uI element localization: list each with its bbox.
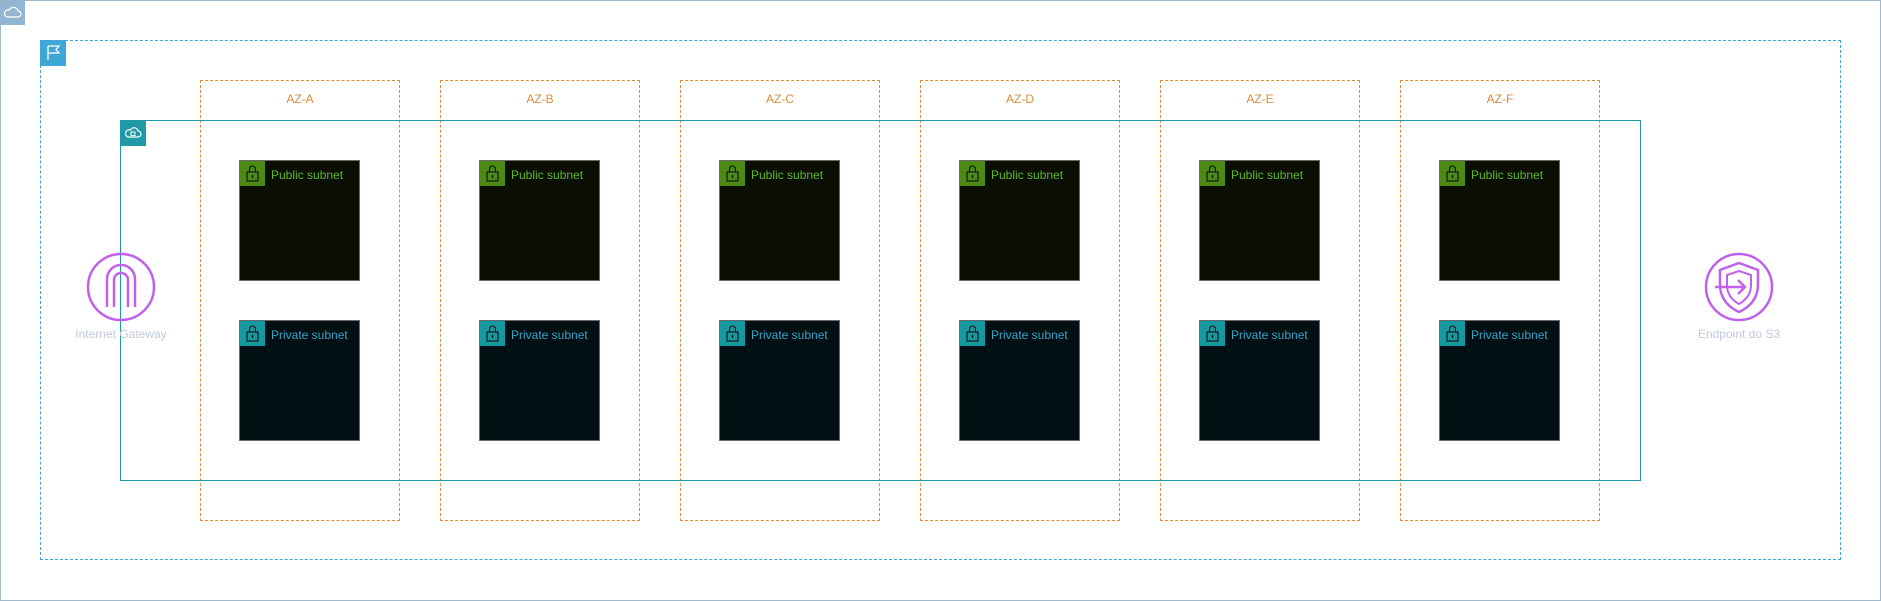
lock-icon bbox=[1200, 321, 1225, 346]
az-label: AZ-B bbox=[526, 92, 554, 106]
s3-endpoint-label: Endpoint do S3 bbox=[1697, 327, 1781, 341]
lock-icon bbox=[960, 321, 985, 346]
lock-icon bbox=[1200, 161, 1225, 186]
aws-cloud-icon bbox=[0, 0, 25, 25]
lock-icon bbox=[720, 321, 745, 346]
vpc-icon bbox=[120, 120, 146, 146]
availability-zone: AZ-E bbox=[1160, 80, 1360, 521]
private-subnet: Private subnet bbox=[719, 320, 840, 441]
lock-icon bbox=[480, 321, 505, 346]
private-subnet: Private subnet bbox=[239, 320, 360, 441]
private-subnet: Private subnet bbox=[479, 320, 600, 441]
lock-icon bbox=[240, 321, 265, 346]
az-label: AZ-A bbox=[286, 92, 314, 106]
lock-icon bbox=[1440, 161, 1465, 186]
public-subnet: Public subnet bbox=[479, 160, 600, 281]
lock-icon bbox=[1440, 321, 1465, 346]
subnet-label: Private subnet bbox=[991, 328, 1068, 342]
subnet-label: Public subnet bbox=[511, 168, 584, 182]
subnet-label: Public subnet bbox=[1471, 168, 1544, 182]
public-subnet: Public subnet bbox=[959, 160, 1080, 281]
subnet-label: Public subnet bbox=[991, 168, 1064, 182]
subnet-label: Private subnet bbox=[751, 328, 828, 342]
private-subnet: Private subnet bbox=[1439, 320, 1560, 441]
lock-icon bbox=[960, 161, 985, 186]
region-flag-icon bbox=[40, 40, 66, 66]
lock-icon bbox=[720, 161, 745, 186]
vpc-group bbox=[120, 120, 1641, 481]
az-label: AZ-F bbox=[1486, 92, 1514, 106]
public-subnet: Public subnet bbox=[239, 160, 360, 281]
az-label: AZ-D bbox=[1006, 92, 1034, 106]
availability-zone: AZ-B bbox=[440, 80, 640, 521]
lock-icon bbox=[240, 161, 265, 186]
availability-zone: AZ-C bbox=[680, 80, 880, 521]
internet-gateway-label: Internet Gateway bbox=[75, 327, 167, 341]
availability-zone: AZ-A bbox=[200, 80, 400, 521]
az-label: AZ-E bbox=[1246, 92, 1274, 106]
region-group bbox=[40, 40, 1841, 560]
public-subnet: Public subnet bbox=[1199, 160, 1320, 281]
availability-zone: AZ-D bbox=[920, 80, 1120, 521]
private-subnet: Private subnet bbox=[959, 320, 1080, 441]
subnet-label: Private subnet bbox=[1231, 328, 1308, 342]
availability-zone: AZ-F bbox=[1400, 80, 1600, 521]
subnet-label: Private subnet bbox=[1471, 328, 1548, 342]
internet-gateway-icon bbox=[85, 251, 157, 323]
subnet-label: Private subnet bbox=[271, 328, 348, 342]
az-label: AZ-C bbox=[766, 92, 794, 106]
private-subnet: Private subnet bbox=[1199, 320, 1320, 441]
vpc-endpoint-icon bbox=[1703, 251, 1775, 323]
public-subnet: Public subnet bbox=[1439, 160, 1560, 281]
subnet-label: Public subnet bbox=[271, 168, 344, 182]
subnet-label: Public subnet bbox=[1231, 168, 1304, 182]
public-subnet: Public subnet bbox=[719, 160, 840, 281]
lock-icon bbox=[480, 161, 505, 186]
subnet-label: Private subnet bbox=[511, 328, 588, 342]
subnet-label: Public subnet bbox=[751, 168, 824, 182]
